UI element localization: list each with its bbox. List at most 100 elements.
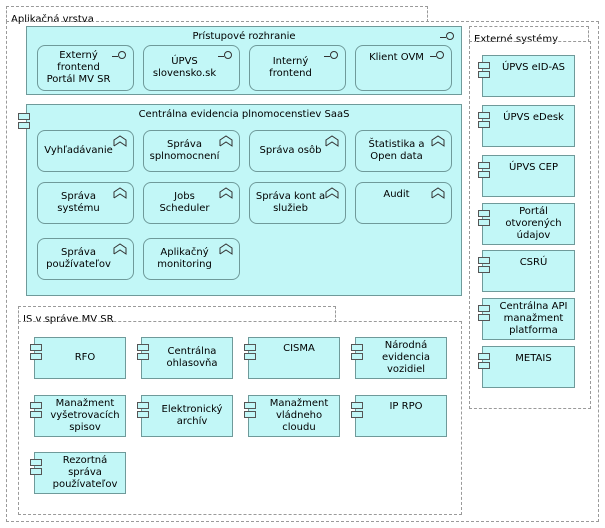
is-mv-item-label: Manažment vládneho cloudu: [269, 398, 329, 433]
function-icon: [431, 187, 445, 199]
function-label: Štatistika a Open data: [368, 139, 425, 162]
is-mv-group: [18, 321, 462, 515]
function-item[interactable]: Aplikačný monitoring: [143, 238, 240, 280]
interface-icon: [218, 51, 233, 61]
app-layer-title: Aplikačná vrstva: [11, 14, 94, 25]
access-item-label: ÚPVS slovensko.sk: [152, 56, 217, 79]
external-item[interactable]: ÚPVS CEP: [478, 155, 575, 197]
component-icon: [478, 353, 492, 369]
access-item[interactable]: Interný frontend: [249, 45, 346, 91]
function-item[interactable]: Vyhľadávanie: [37, 130, 134, 172]
function-item[interactable]: Správa používateľov: [37, 238, 134, 280]
external-tab: Externé systémy: [469, 26, 589, 45]
component-icon: [478, 305, 492, 321]
function-icon: [113, 243, 127, 255]
external-item-label: ÚPVS eDesk: [503, 112, 564, 123]
access-item[interactable]: Externý frontend Portál MV SR: [37, 45, 134, 91]
component-icon: [478, 257, 492, 273]
function-icon: [431, 135, 445, 147]
function-icon: [325, 187, 339, 199]
external-item[interactable]: Portál otvorených údajov: [478, 203, 575, 245]
is-mv-item[interactable]: Centrálna ohlasovňa: [137, 337, 233, 379]
external-item-label: Portál otvorených údajov: [505, 206, 562, 241]
is-mv-item[interactable]: RFO: [30, 337, 126, 379]
function-icon: [113, 135, 127, 147]
access-item[interactable]: ÚPVS slovensko.sk: [143, 45, 240, 91]
function-label: Správa používateľov: [46, 247, 111, 270]
is-mv-item-label: Elektronický archív: [161, 404, 223, 427]
component-icon: [244, 344, 258, 360]
is-mv-item-label: Národná evidencia vozidiel: [381, 340, 431, 375]
component-icon: [351, 344, 365, 360]
external-item-label: ÚPVS CEP: [508, 162, 559, 173]
function-label: Jobs Scheduler: [159, 191, 210, 214]
component-icon: [244, 402, 258, 418]
component-icon: [30, 459, 44, 475]
function-label: Správa kont a služieb: [255, 191, 326, 214]
is-mv-title: IS v správe MV SR: [23, 314, 114, 325]
is-mv-tab: IS v správe MV SR: [18, 306, 336, 325]
function-icon: [219, 135, 233, 147]
function-label: Audit: [383, 189, 410, 200]
external-item[interactable]: METAIS: [478, 346, 575, 388]
function-item[interactable]: Správa splnomocnení: [143, 130, 240, 172]
function-icon: [325, 135, 339, 147]
component-icon: [30, 344, 44, 360]
is-mv-item-label: RFO: [74, 352, 96, 363]
interface-icon: [112, 51, 127, 61]
interface-icon: [440, 32, 455, 42]
component-icon: [137, 344, 151, 360]
external-item-label: Centrálna API manažment platforma: [499, 301, 568, 336]
ceps-title: Centrálna evidencia plnomocenstiev SaaS: [138, 109, 350, 120]
function-item[interactable]: Správa kont a služieb: [249, 182, 346, 224]
function-icon: [219, 243, 233, 255]
access-item[interactable]: Klient OVM: [355, 45, 452, 91]
access-interface-title: Prístupové rozhranie: [192, 31, 296, 42]
external-item[interactable]: Centrálna API manažment platforma: [478, 298, 575, 340]
is-mv-item[interactable]: CISMA: [244, 337, 340, 379]
function-icon: [219, 187, 233, 199]
component-icon: [18, 113, 32, 129]
interface-icon: [430, 51, 445, 61]
function-label: Správa splnomocnení: [149, 139, 220, 162]
is-mv-item-label: Manažment vyšetrovacích spisov: [50, 398, 120, 433]
component-icon: [478, 162, 492, 178]
is-mv-item[interactable]: Manažment vládneho cloudu: [244, 395, 340, 437]
external-item[interactable]: ÚPVS eDesk: [478, 105, 575, 147]
external-item[interactable]: CSRÚ: [478, 250, 575, 292]
external-item-label: ÚPVS eID-AS: [501, 62, 566, 73]
interface-icon: [324, 51, 339, 61]
function-label: Správa osôb: [259, 145, 322, 156]
is-mv-item[interactable]: Národná evidencia vozidiel: [351, 337, 447, 379]
is-mv-item-label: CISMA: [283, 343, 315, 354]
is-mv-item[interactable]: Manažment vyšetrovacích spisov: [30, 395, 126, 437]
external-item-label: METAIS: [515, 353, 552, 364]
is-mv-item-label: Centrálna ohlasovňa: [166, 346, 218, 369]
access-item-label: Externý frontend Portál MV SR: [46, 50, 111, 85]
app-layer-tab: Aplikačná vrstva: [6, 6, 428, 25]
component-icon: [30, 402, 44, 418]
is-mv-item[interactable]: IP RPO: [351, 395, 447, 437]
function-item[interactable]: Jobs Scheduler: [143, 182, 240, 224]
component-icon: [137, 402, 151, 418]
is-mv-item-label: IP RPO: [389, 401, 423, 412]
is-mv-item[interactable]: Elektronický archív: [137, 395, 233, 437]
function-item[interactable]: Správa osôb: [249, 130, 346, 172]
access-item-label: Interný frontend: [269, 56, 312, 79]
function-label: Vyhľadávanie: [44, 145, 113, 156]
function-label: Aplikačný monitoring: [157, 247, 212, 270]
app-layer-group: [6, 21, 599, 522]
component-icon: [478, 112, 492, 128]
external-item-label: CSRÚ: [519, 257, 548, 268]
is-mv-item[interactable]: Rezortná správa používateľov: [30, 452, 126, 494]
external-item[interactable]: ÚPVS eID-AS: [478, 55, 575, 97]
is-mv-item-label: Rezortná správa používateľov: [52, 455, 118, 490]
component-icon: [478, 62, 492, 78]
external-group: [469, 41, 591, 409]
access-item-label: Klient OVM: [369, 52, 424, 63]
function-item[interactable]: Štatistika a Open data: [355, 130, 452, 172]
function-item[interactable]: Správa systému: [37, 182, 134, 224]
function-item[interactable]: Audit: [355, 182, 452, 224]
external-title: Externé systémy: [474, 34, 558, 45]
function-icon: [113, 187, 127, 199]
